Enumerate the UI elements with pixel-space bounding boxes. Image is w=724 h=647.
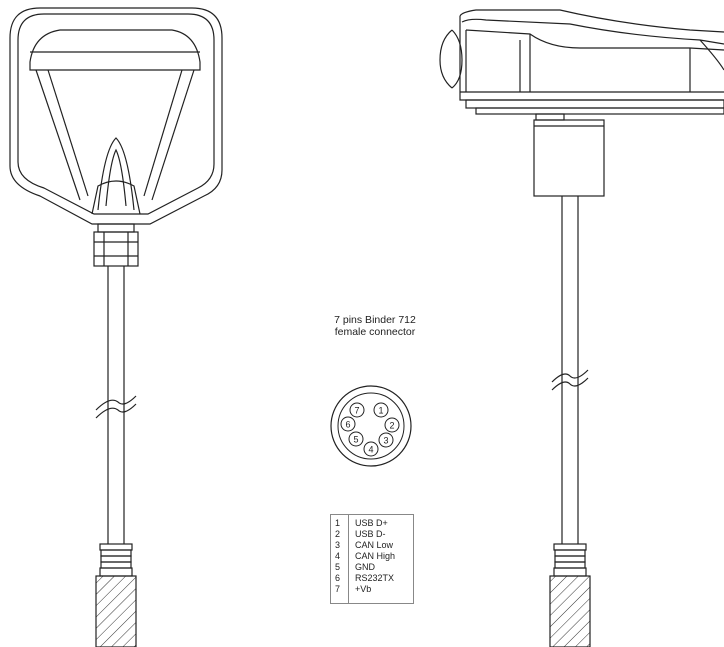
svg-text:6: 6 <box>345 420 350 430</box>
table-row: 4 CAN High <box>331 551 413 562</box>
pin-3: 3 <box>378 432 394 448</box>
device-side-view <box>439 9 724 647</box>
table-row: 1 USB D+ <box>331 518 413 529</box>
table-row: 5 GND <box>331 562 413 573</box>
pin-number: 6 <box>335 573 341 583</box>
pin-6: 6 <box>340 416 356 432</box>
pin-function: CAN Low <box>355 540 394 550</box>
pin-number: 1 <box>335 518 341 528</box>
pin-1: 1 <box>373 402 389 418</box>
pin-4: 4 <box>363 441 379 457</box>
table-row: 3 CAN Low <box>331 540 413 551</box>
svg-text:1: 1 <box>378 406 383 416</box>
connector-title-line2: female connector <box>334 326 416 338</box>
pin-number: 2 <box>335 529 341 539</box>
table-row: 7 +Vb <box>331 584 413 595</box>
device-top-view <box>9 7 223 647</box>
pin-number: 3 <box>335 540 341 550</box>
svg-text:7: 7 <box>354 406 359 416</box>
pin-function: RS232TX <box>355 573 395 583</box>
table-divider <box>348 515 349 603</box>
pin-5: 5 <box>348 431 364 447</box>
connector-caption: 7 pins Binder 712 female connector <box>290 314 460 338</box>
svg-text:3: 3 <box>383 436 388 446</box>
pin-assignment-table: 1 USB D+ 2 USB D- 3 CAN Low 4 CAN High 5… <box>330 514 414 604</box>
table-row: 6 RS232TX <box>331 573 413 584</box>
pin-function: GND <box>355 562 375 572</box>
pin-number: 5 <box>335 562 341 572</box>
pin-function: USB D+ <box>355 518 388 528</box>
connector-pinout-face: 7 1 6 2 5 3 4 <box>330 385 412 467</box>
pin-2: 2 <box>384 417 400 433</box>
pin-function: +Vb <box>355 584 372 594</box>
pin-function: USB D- <box>355 529 386 539</box>
svg-text:4: 4 <box>368 445 373 455</box>
svg-text:5: 5 <box>353 435 358 445</box>
svg-text:2: 2 <box>389 421 394 431</box>
pin-7: 7 <box>349 402 365 418</box>
connector-title-line1: 7 pins Binder 712 <box>334 314 416 326</box>
pin-function: CAN High <box>355 551 396 561</box>
pin-number: 4 <box>335 551 341 561</box>
pin-number: 7 <box>335 584 341 594</box>
table-row: 2 USB D- <box>331 529 413 540</box>
